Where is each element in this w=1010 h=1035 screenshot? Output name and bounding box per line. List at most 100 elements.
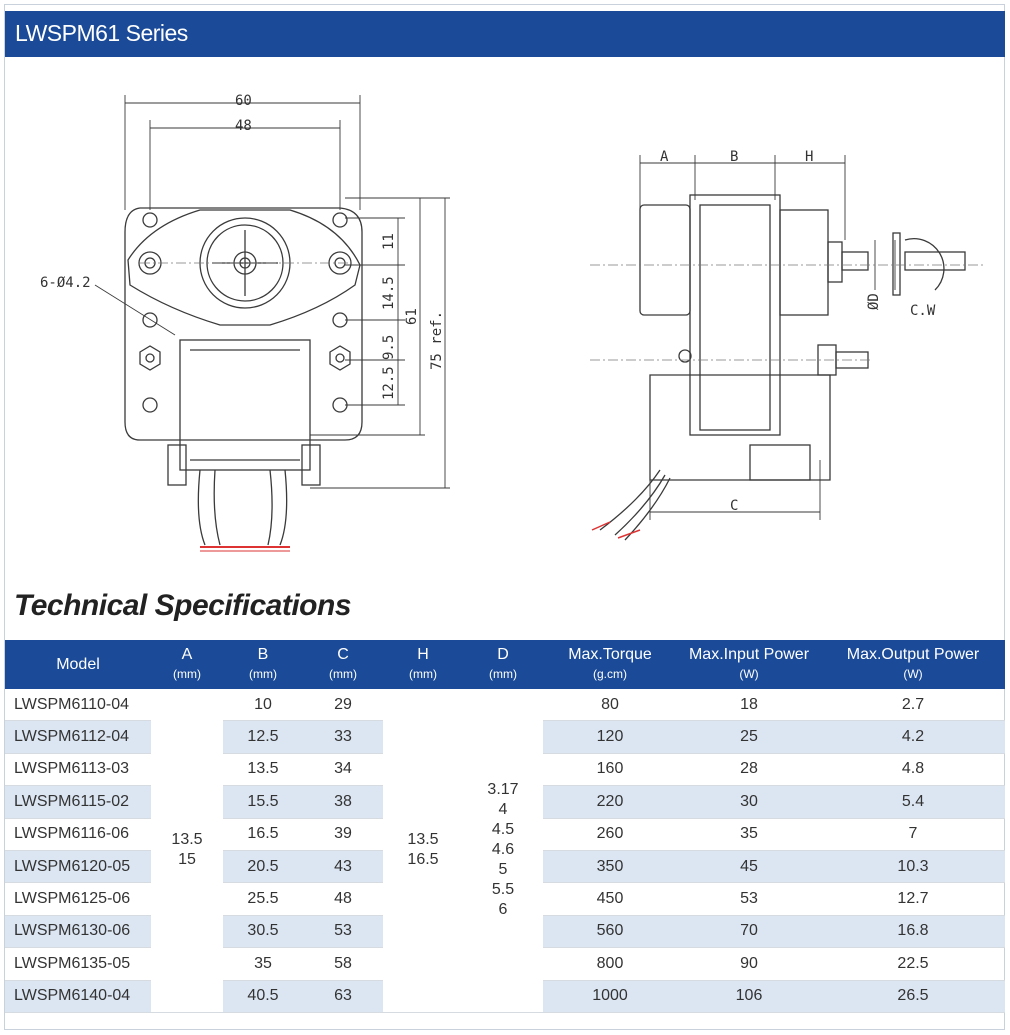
dim-b: B [730, 149, 738, 165]
model-cell: LWSPM6140-04 [5, 980, 151, 1013]
column-unit: (mm) [409, 667, 437, 681]
b-cell: 12.5 [223, 720, 303, 754]
input-power-cell: 35 [677, 818, 821, 851]
model-cell: LWSPM6125-06 [5, 882, 151, 916]
torque-cell: 800 [543, 947, 677, 981]
c-cell: 33 [303, 720, 383, 754]
c-cell: 29 [303, 689, 383, 722]
output-power-cell: 12.7 [821, 882, 1005, 916]
column-label: Max.Input Power [688, 646, 810, 663]
d-cell-value: 6 [498, 901, 508, 919]
column-label: Max.Output Power [846, 646, 980, 663]
input-power-cell: 28 [677, 753, 821, 787]
input-power-cell: 106 [677, 980, 821, 1013]
column-unit: (mm) [249, 667, 277, 681]
b-cell: 25.5 [223, 882, 303, 916]
column-header: Max.Input Power (W) [677, 640, 821, 689]
torque-cell: 80 [543, 689, 677, 722]
b-cell: 10 [223, 689, 303, 722]
column-unit: (mm) [329, 667, 357, 681]
b-cell: 40.5 [223, 980, 303, 1013]
torque-cell: 260 [543, 818, 677, 851]
column-label: B [257, 646, 269, 663]
c-cell: 48 [303, 882, 383, 916]
b-cell: 13.5 [223, 753, 303, 787]
d-cell-value: 3.17 [487, 781, 519, 799]
torque-cell: 1000 [543, 980, 677, 1013]
column-header: A (mm) [151, 640, 223, 689]
model-cell: LWSPM6130-06 [5, 915, 151, 949]
input-power-cell: 70 [677, 915, 821, 949]
torque-cell: 120 [543, 720, 677, 754]
torque-cell: 560 [543, 915, 677, 949]
model-cell: LWSPM6112-04 [5, 720, 151, 754]
c-cell: 43 [303, 850, 383, 884]
input-power-cell: 45 [677, 850, 821, 884]
c-cell: 58 [303, 947, 383, 981]
column-unit: (mm) [173, 667, 201, 681]
column-header: Model [5, 640, 151, 689]
column-label: Max.Torque [568, 646, 652, 663]
dim-11: 11 [381, 233, 397, 250]
output-power-cell: 10.3 [821, 850, 1005, 884]
dim-d: ØD [866, 293, 882, 310]
c-cell: 53 [303, 915, 383, 949]
input-power-cell: 18 [677, 689, 821, 722]
d-cell-value: 4 [498, 801, 508, 819]
a-cell-value: 13.5 [171, 831, 203, 849]
output-power-cell: 5.4 [821, 785, 1005, 819]
column-header: H (mm) [383, 640, 463, 689]
dim-h: H [805, 149, 813, 165]
dim-75-ref: 75 ref. [429, 311, 445, 370]
dim-9-5: 9.5 [381, 335, 397, 360]
column-label: C [337, 646, 349, 663]
b-cell: 16.5 [223, 818, 303, 851]
c-cell: 63 [303, 980, 383, 1013]
dim-61: 61 [404, 308, 420, 325]
c-cell: 38 [303, 785, 383, 819]
model-cell: LWSPM6110-04 [5, 689, 151, 722]
motor-technical-drawing: 60 48 6-Ø4.2 11 14.5 9.5 12.5 61 75 ref. [40, 93, 985, 552]
h-cell-value: 13.5 [407, 831, 439, 849]
column-header: D(mm) [463, 640, 543, 689]
b-cell: 30.5 [223, 915, 303, 949]
spec-title: Technical Specifications [14, 589, 352, 622]
a-cell-value: 15 [178, 851, 196, 869]
column-label: Model [56, 656, 100, 673]
column-unit: (W) [739, 667, 759, 681]
dim-a: A [660, 149, 669, 165]
dim-14-5: 14.5 [381, 276, 397, 310]
column-label: A [181, 646, 193, 663]
output-power-cell: 4.2 [821, 720, 1005, 754]
dim-48: 48 [235, 118, 252, 134]
column-label: H [417, 646, 429, 663]
model-cell: LWSPM6113-03 [5, 753, 151, 787]
output-power-cell: 26.5 [821, 980, 1005, 1013]
column-header: Max.Output Power(W) [821, 640, 1005, 689]
model-cell: LWSPM6135-05 [5, 947, 151, 981]
torque-cell: 450 [543, 882, 677, 916]
front-view [94, 95, 450, 546]
output-power-cell: 7 [821, 818, 1005, 851]
model-cell: LWSPM6116-06 [5, 818, 151, 851]
model-cell: LWSPM6115-02 [5, 785, 151, 819]
d-cell-value: 4.6 [491, 841, 515, 859]
column-header: Max.Torque(g.cm) [543, 640, 677, 689]
b-cell: 35 [223, 947, 303, 981]
d-cell-value: 5.5 [491, 881, 515, 899]
b-cell: 20.5 [223, 850, 303, 884]
output-power-cell: 2.7 [821, 689, 1005, 722]
page-frame [4, 4, 1005, 1030]
